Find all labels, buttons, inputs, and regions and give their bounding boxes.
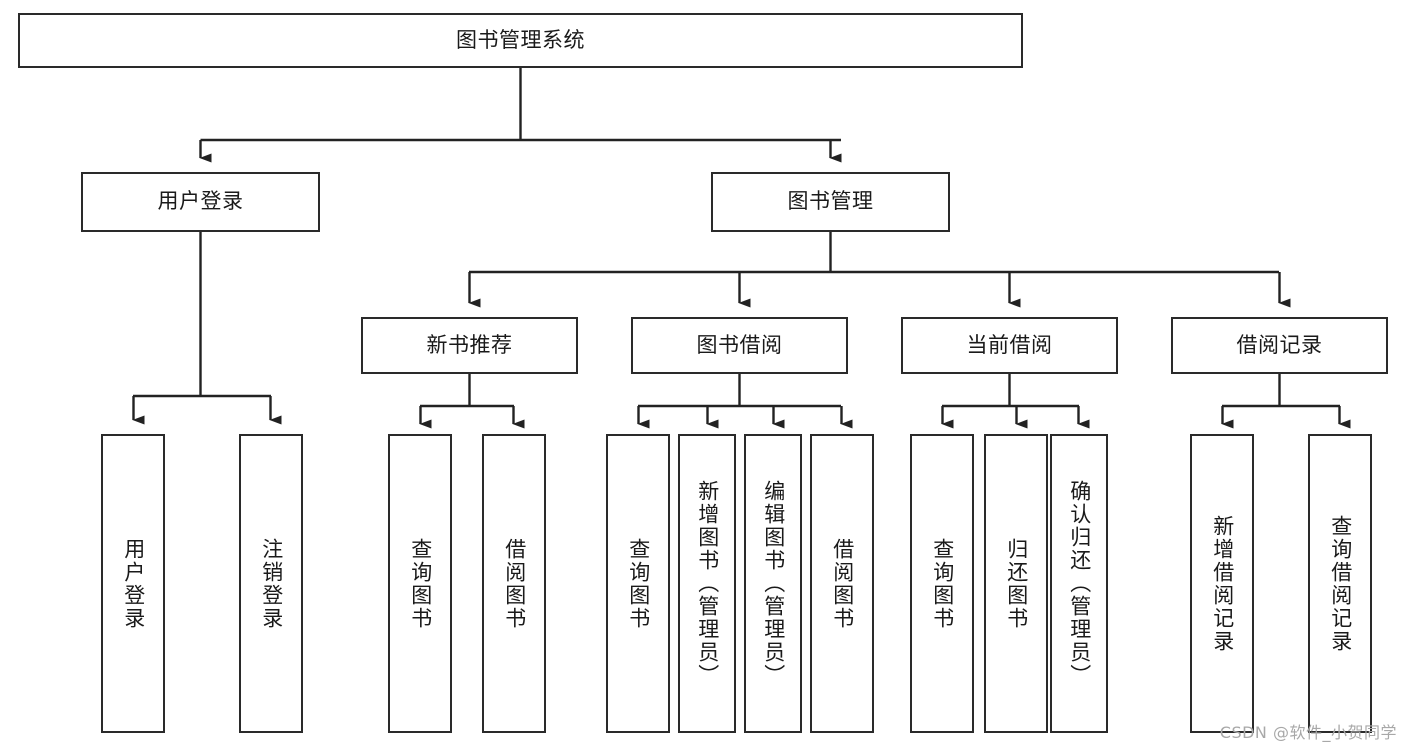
leaf-confirm-return-admin[interactable]: 确认归还（管理员） — [1050, 434, 1108, 733]
node-label: 借阅图书 — [502, 537, 527, 630]
leaf-query-borrow-record[interactable]: 查询借阅记录 — [1308, 434, 1372, 733]
node-new-book-recommend[interactable]: 新书推荐 — [361, 317, 578, 374]
leaf-edit-book-admin[interactable]: 编辑图书（管理员） — [744, 434, 802, 733]
node-label: 查询图书 — [408, 537, 433, 630]
leaf-add-borrow-record[interactable]: 新增借阅记录 — [1190, 434, 1254, 733]
node-label: 用户登录 — [121, 537, 146, 630]
leaf-user-login[interactable]: 用户登录 — [101, 434, 165, 733]
node-label: 借阅记录 — [1236, 332, 1323, 357]
leaf-add-book-admin[interactable]: 新增图书（管理员） — [678, 434, 736, 733]
leaf-borrow-book-newbook[interactable]: 借阅图书 — [482, 434, 546, 733]
node-label: 确认归还（管理员） — [1067, 480, 1092, 687]
node-label: 新书推荐 — [426, 332, 513, 357]
node-label: 查询借阅记录 — [1328, 514, 1353, 653]
node-label: 图书管理 — [787, 189, 874, 214]
leaf-query-book-current[interactable]: 查询图书 — [910, 434, 974, 733]
leaf-user-logout[interactable]: 注销登录 — [239, 434, 303, 733]
node-label: 归还图书 — [1004, 537, 1029, 630]
node-book-management[interactable]: 图书管理 — [711, 172, 950, 232]
leaf-query-book-borrow[interactable]: 查询图书 — [606, 434, 670, 733]
node-label: 用户登录 — [157, 189, 244, 214]
node-current-borrow[interactable]: 当前借阅 — [901, 317, 1118, 374]
node-label: 新增图书（管理员） — [695, 480, 720, 687]
leaf-borrow-book-borrow[interactable]: 借阅图书 — [810, 434, 874, 733]
node-borrow-record[interactable]: 借阅记录 — [1171, 317, 1388, 374]
node-label: 图书管理系统 — [456, 27, 585, 52]
node-root-system[interactable]: 图书管理系统 — [18, 13, 1023, 68]
leaf-query-book-newbook[interactable]: 查询图书 — [388, 434, 452, 733]
node-label: 借阅图书 — [830, 537, 855, 630]
node-label: 图书借阅 — [696, 332, 783, 357]
node-label: 新增借阅记录 — [1210, 514, 1235, 653]
node-label: 编辑图书（管理员） — [761, 480, 786, 687]
leaf-return-book[interactable]: 归还图书 — [984, 434, 1048, 733]
node-label: 注销登录 — [259, 537, 284, 630]
node-label: 查询图书 — [930, 537, 955, 630]
node-book-borrow[interactable]: 图书借阅 — [631, 317, 848, 374]
node-label: 查询图书 — [626, 537, 651, 630]
node-user-login[interactable]: 用户登录 — [81, 172, 320, 232]
node-label: 当前借阅 — [966, 332, 1053, 357]
